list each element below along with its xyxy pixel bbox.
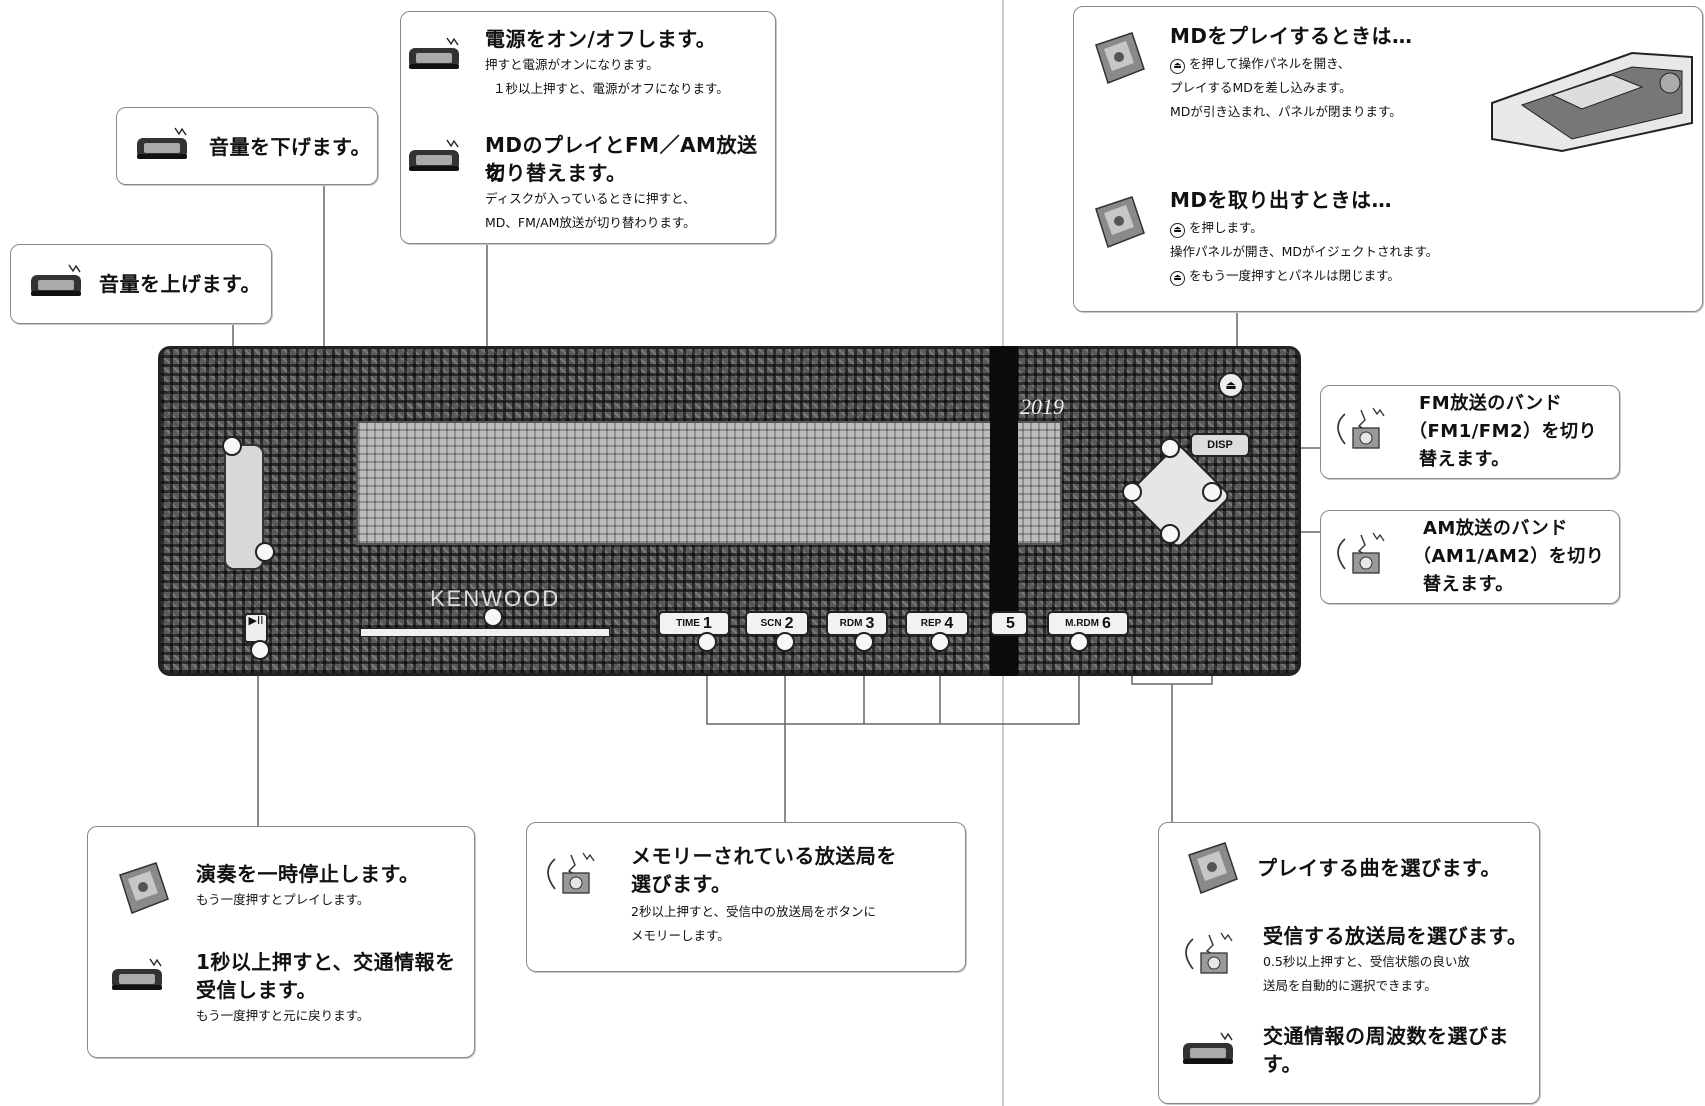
select-title1: プレイする曲を選びます。 (1257, 856, 1501, 880)
select-title3a: 交通情報の周波数を選びま (1263, 1024, 1509, 1048)
preset-4-marker (930, 632, 950, 652)
eject-symbol-icon: ⏏ (1170, 59, 1185, 74)
eject-button[interactable]: ⏏ (1218, 372, 1244, 398)
fm-band-line1: FM放送のバンド (1419, 393, 1563, 414)
preset-line2: メモリーします。 (631, 928, 730, 943)
md-insert-illustration-icon (1491, 51, 1693, 153)
md-play-line3: MDが引き込まれ、パネルが閉まります。 (1170, 104, 1402, 119)
preset-title1: メモリーされている放送局を (631, 844, 897, 868)
md-eject-line1: ⏏を押します。 (1170, 217, 1263, 238)
preset-1-marker (697, 632, 717, 652)
pause-title2a: 1秒以上押すと、交通情報を (196, 950, 456, 974)
disp-button[interactable]: DISP (1190, 433, 1250, 457)
am-band-line1: AM放送のバンド (1423, 518, 1568, 539)
md-disc-icon (1086, 195, 1148, 251)
pause-title2b: 受信します。 (196, 978, 317, 1002)
dpad-down-marker (1160, 524, 1180, 544)
eject-symbol-icon: ⏏ (1170, 271, 1185, 286)
select-title3b: す。 (1263, 1052, 1302, 1076)
md-play-title: MDをプレイするときは… (1170, 24, 1413, 48)
fm-band-line2: （FM1/FM2）を切り (1409, 421, 1598, 442)
dpad-left-marker (1122, 482, 1142, 502)
remote-control-icon (1181, 1029, 1237, 1067)
preset-2-marker (775, 632, 795, 652)
volume-down-title: 音量を下げます。 (209, 135, 371, 159)
preset-button-5[interactable]: 5 (990, 611, 1028, 636)
eject-symbol-icon: ⏏ (1170, 223, 1185, 238)
display-window (356, 421, 1062, 545)
dpad-up-marker (1160, 438, 1180, 458)
pause-sub2: もう一度押すと元に戻ります。 (196, 1008, 370, 1023)
radio-tuner-icon (1331, 404, 1389, 456)
source-title2: 切り替えます。 (485, 161, 627, 185)
pause-sub1: もう一度押すとプレイします。 (196, 892, 370, 907)
md-play-line2: プレイするMDを差し込みます。 (1170, 80, 1352, 95)
radio-tuner-icon (1331, 529, 1389, 581)
brand-logo: KENWOOD (430, 586, 561, 611)
md-eject-title: MDを取り出すときは… (1170, 188, 1393, 212)
am-band-line3: 替えます。 (1423, 574, 1514, 595)
fm-band-line3: 替えます。 (1419, 449, 1510, 470)
pause-title1: 演奏を一時停止します。 (196, 862, 420, 886)
source-title1: MDのプレイとFM／AM放送を (485, 133, 758, 184)
volume-up-marker (222, 436, 242, 456)
remote-control-icon (407, 136, 463, 174)
preset-title2: 選びます。 (631, 872, 732, 896)
remote-control-icon (110, 955, 166, 993)
md-eject-line3: ⏏をもう一度押すとパネルは閉じます。 (1170, 265, 1400, 286)
callout-md: MDをプレイするときは… ⏏を押して操作パネルを開き、 プレイするMDを差し込み… (1073, 6, 1703, 312)
volume-down-marker (255, 542, 275, 562)
callout-select: プレイする曲を選びます。 受信する放送局を選びます。 0.5秒以上押すと、受信状… (1158, 822, 1540, 1104)
callout-fm-band: FM放送のバンド （FM1/FM2）を切り 替えます。 (1320, 385, 1620, 479)
select-title2: 受信する放送局を選びます。 (1263, 924, 1528, 948)
callout-volume-down: 音量を下げます。 (116, 107, 378, 185)
source-button-marker (483, 607, 503, 627)
preset-line1: 2秒以上押すと、受信中の放送局をボタンに (631, 904, 876, 919)
pause-button[interactable]: ▶II (244, 613, 268, 643)
source-line1: ディスクが入っているときに押すと、 (485, 191, 696, 206)
md-disc-icon (1086, 31, 1148, 87)
callout-am-band: AM放送のバンド （AM1/AM2）を切り 替えます。 (1320, 510, 1620, 604)
callout-power: 電源をオン/オフします。 押すと電源がオンになります。 １秒以上押すと、電源がオ… (400, 11, 776, 244)
callout-volume-up: 音量を上げます。 (10, 244, 272, 324)
power-line2: １秒以上押すと、電源がオフになります。 (493, 81, 729, 96)
volume-up-title: 音量を上げます。 (99, 272, 261, 296)
remote-control-icon (407, 34, 463, 72)
preset-6-marker (1069, 632, 1089, 652)
radio-tuner-icon (541, 849, 599, 901)
callout-preset: メモリーされている放送局を 選びます。 2秒以上押すと、受信中の放送局をボタンに… (526, 822, 966, 972)
dpad-right-marker (1202, 482, 1222, 502)
md-disc-icon (1179, 841, 1241, 897)
remote-control-icon (29, 261, 85, 299)
model-label: 2019 (1020, 394, 1064, 419)
md-slot (360, 628, 610, 637)
callout-pause: 演奏を一時停止します。 もう一度押すとプレイします。 1秒以上押すと、交通情報を… (87, 826, 475, 1058)
pause-button-marker (250, 640, 270, 660)
source-line2: MD、FM/AM放送が切り替わります。 (485, 215, 696, 230)
select-line1: 0.5秒以上押すと、受信状態の良い放 (1263, 954, 1470, 969)
preset-3-marker (854, 632, 874, 652)
md-play-line1: ⏏を押して操作パネルを開き、 (1170, 53, 1350, 74)
remote-control-icon (135, 124, 191, 162)
radio-tuner-icon (1179, 929, 1237, 981)
md-disc-icon (110, 861, 172, 917)
select-line2: 送局を自動的に選択できます。 (1263, 978, 1437, 993)
am-band-line2: （AM1/AM2）を切り (1413, 546, 1605, 567)
power-line1: 押すと電源がオンになります。 (485, 57, 659, 72)
power-title: 電源をオン/オフします。 (485, 27, 717, 51)
md-eject-line2: 操作パネルが開き、MDがイジェクトされます。 (1170, 244, 1439, 259)
